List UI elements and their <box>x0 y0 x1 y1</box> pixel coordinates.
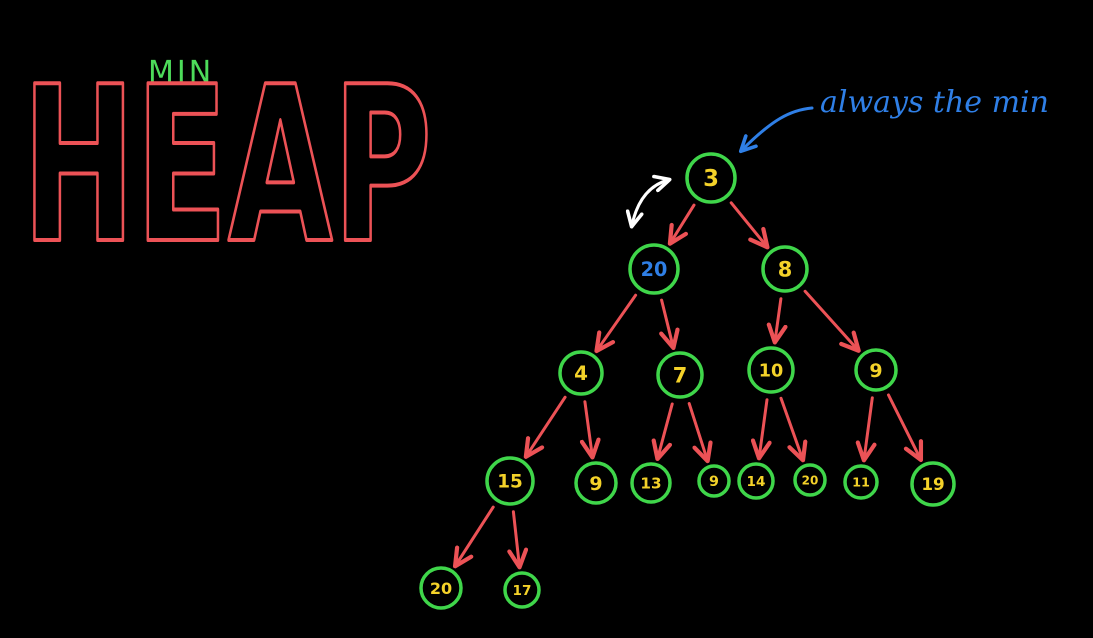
edge-n6-n13 <box>855 396 877 463</box>
heap-node-n16: 17 <box>503 571 541 609</box>
node-value: 9 <box>709 474 719 490</box>
heap-node-n1: 20 <box>628 243 680 295</box>
heap-node-n11: 14 <box>737 462 775 500</box>
node-value: 13 <box>640 474 661 492</box>
node-ring <box>793 463 827 497</box>
heap-node-n9: 13 <box>630 462 672 504</box>
node-value: 9 <box>869 360 882 382</box>
heap-node-n4: 7 <box>656 351 704 399</box>
heap-node-n14: 19 <box>910 461 956 507</box>
heap-node-n2: 8 <box>761 245 809 293</box>
node-ring <box>747 346 795 394</box>
node-value: 17 <box>513 583 532 599</box>
node-ring <box>574 461 618 505</box>
edge-n0-n2 <box>729 201 770 250</box>
edge-n2-n6 <box>803 289 861 353</box>
node-ring <box>843 464 879 500</box>
edge-n6-n14 <box>887 393 924 463</box>
edge-n7-n15 <box>452 505 495 569</box>
node-ring <box>419 566 463 610</box>
node-ring <box>503 571 541 609</box>
edge-n1-n3 <box>594 293 638 354</box>
node-value: 14 <box>747 474 766 490</box>
swap-arrow <box>625 174 672 229</box>
node-ring <box>854 348 898 392</box>
node-value: 8 <box>778 258 793 282</box>
node-value: 9 <box>589 473 602 495</box>
node-ring <box>685 152 737 204</box>
node-ring <box>558 350 604 396</box>
title-prefix: MIN <box>148 55 214 90</box>
edge-n3-n7 <box>523 395 567 459</box>
edge-n7-n16 <box>507 510 529 570</box>
node-value: 3 <box>703 166 719 192</box>
node-ring <box>628 243 680 295</box>
node-value: 10 <box>759 361 783 381</box>
node-ring <box>910 461 956 507</box>
edge-n5-n12 <box>779 396 808 463</box>
heap-node-n12: 20 <box>793 463 827 497</box>
edge-n1-n4 <box>659 298 680 351</box>
heap-node-n7: 15 <box>485 456 535 506</box>
edges-layer <box>452 201 924 570</box>
node-value: 7 <box>673 364 688 388</box>
node-value: 20 <box>802 473 819 487</box>
node-value: 20 <box>430 579 452 598</box>
node-ring <box>761 245 809 293</box>
heap-node-n13: 11 <box>843 464 879 500</box>
annotation-arrow <box>738 106 814 154</box>
heap-node-n0: 3 <box>685 152 737 204</box>
heap-node-n6: 9 <box>854 348 898 392</box>
edge-n3-n8 <box>579 400 601 460</box>
swap-layer <box>625 174 672 229</box>
heap-node-n15: 20 <box>419 566 463 610</box>
annotation-text: always the min <box>820 85 1049 120</box>
heap-node-n5: 10 <box>747 346 795 394</box>
title-main: HEAP <box>22 40 432 291</box>
edge-n0-n1 <box>667 203 696 246</box>
heap-node-n8: 9 <box>574 461 618 505</box>
node-value: 11 <box>852 476 870 491</box>
heap-node-n3: 4 <box>558 350 604 396</box>
edge-n5-n11 <box>750 398 772 461</box>
node-value: 4 <box>574 362 588 385</box>
edge-n2-n5 <box>766 297 788 345</box>
node-ring <box>630 462 672 504</box>
heap-node-n10: 9 <box>697 464 731 498</box>
node-ring <box>656 351 704 399</box>
node-value: 19 <box>921 474 944 494</box>
node-ring <box>697 464 731 498</box>
node-value: 20 <box>641 258 668 281</box>
nodes-layer: 3 20 8 4 7 10 9 15 9 13 9 14 20 11 19 20 17 <box>419 152 956 610</box>
node-value: 15 <box>497 472 523 493</box>
edge-n4-n10 <box>687 402 713 464</box>
node-ring <box>485 456 535 506</box>
node-ring <box>737 462 775 500</box>
edge-n4-n9 <box>651 402 674 462</box>
